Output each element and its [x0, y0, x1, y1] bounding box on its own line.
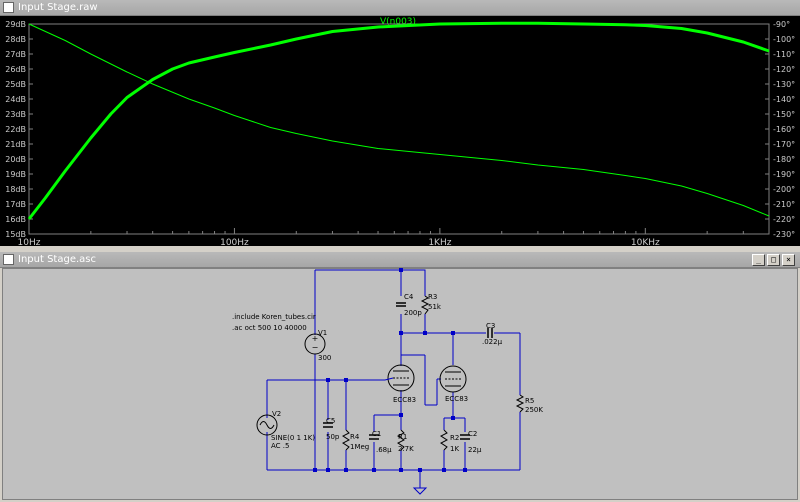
y-left-tick-label: 27dB — [5, 50, 26, 59]
y-right-tick-label: -170° — [773, 140, 795, 149]
waveform-window-icon — [3, 2, 14, 13]
y-right-tick-label: -180° — [773, 155, 795, 164]
y-right-tick-label: -200° — [773, 185, 795, 194]
y-left-tick-label: 17dB — [5, 200, 26, 209]
plot-window-titlebar[interactable]: Input Stage.raw — [0, 0, 800, 16]
x-tick-label: 100Hz — [220, 238, 249, 246]
y-left-tick-label: 18dB — [5, 185, 26, 194]
y-right-tick-label: -140° — [773, 95, 795, 104]
v1-plus-sign: + — [312, 334, 319, 343]
y-right-tick-label: -220° — [773, 215, 795, 224]
ground-symbol[interactable] — [412, 487, 428, 495]
plot-window: Input Stage.raw V(n003) 10Hz 100Hz 1KHz 10K… — [0, 0, 800, 247]
r1-label: R1 — [398, 433, 407, 441]
magnitude-trace[interactable] — [27, 21, 770, 220]
x-tick-label: 10Hz — [18, 238, 41, 246]
y-right-tick-label: -160° — [773, 125, 795, 134]
capacitor-symbols — [323, 302, 493, 440]
y-right-tick-label: -120° — [773, 65, 795, 74]
y-left-tick-label: 19dB — [5, 170, 26, 179]
schematic-canvas[interactable]: + − — [2, 268, 798, 500]
trace-label-v-n003[interactable]: V(n003) — [380, 17, 416, 27]
y-right-tick-label: -110° — [773, 50, 795, 59]
v2-source-symbol[interactable] — [256, 414, 278, 436]
wires — [266, 269, 521, 488]
directive-include[interactable]: .include Koren_tubes.cir — [232, 313, 316, 321]
c1-label: C1 — [372, 430, 381, 438]
plot-window-title: Input Stage.raw — [18, 2, 98, 13]
u1-value: ECC83 — [393, 396, 416, 404]
traces — [27, 21, 770, 220]
schematic-restore-button[interactable]: □ — [767, 254, 780, 266]
r5-value: 250K — [525, 406, 543, 414]
y-left-tick-label: 15dB — [5, 230, 26, 239]
schematic-window-titlebar[interactable]: Input Stage.asc _ □ × — [0, 252, 800, 268]
r4-value: 1Meg — [350, 443, 369, 451]
c4-label: C4 — [404, 293, 414, 301]
r3-value: 51k — [428, 303, 442, 311]
y-right-tick-label: -230° — [773, 230, 795, 239]
x-axis-ticks: 10Hz 100Hz 1KHz 10KHz — [18, 228, 770, 246]
y-left-tick-label: 22dB — [5, 125, 26, 134]
y-left-tick-label: 29dB — [5, 20, 26, 29]
c4-value: 200p — [404, 309, 422, 317]
c5-label: C5 — [326, 417, 335, 425]
v2-value: SINE(0 1 1K) — [271, 434, 315, 442]
y-right-tick-label: -150° — [773, 110, 795, 119]
y-left-tick-label: 23dB — [5, 110, 26, 119]
y-right-tick-label: -100° — [773, 35, 795, 44]
triode-u1[interactable] — [384, 364, 415, 392]
r4-label: R4 — [350, 433, 360, 441]
v1-source-symbol[interactable] — [304, 333, 326, 355]
left-axis-labels: 15dB 16dB 17dB 18dB 19dB 20dB 21dB 22dB 23dB 24dB… — [5, 20, 33, 239]
schematic-window-title: Input Stage.asc — [18, 254, 96, 265]
schematic-minimize-button[interactable]: _ — [752, 254, 765, 266]
y-left-tick-label: 26dB — [5, 65, 26, 74]
sine-icon — [259, 421, 275, 429]
v1-label: V1 — [318, 329, 327, 337]
triode-u2[interactable] — [439, 365, 467, 393]
c1-value: .68µ — [376, 446, 392, 454]
c5-value: 50p — [326, 433, 340, 441]
schematic-window-icon — [3, 254, 14, 265]
r1-value: 2.7K — [398, 445, 414, 453]
plot-frame — [28, 23, 770, 235]
v2-ac-value: AC .5 — [271, 442, 289, 450]
y-left-tick-label: 20dB — [5, 155, 26, 164]
r2-label: R2 — [450, 434, 459, 442]
y-left-tick-label: 21dB — [5, 140, 26, 149]
c2-label: C2 — [468, 430, 477, 438]
v2-label: V2 — [272, 410, 281, 418]
phase-trace[interactable] — [28, 23, 770, 217]
right-axis-labels: -230° -220° -210° -200° -190° -180° -170° -160°… — [765, 20, 795, 239]
y-right-tick-label: -210° — [773, 200, 795, 209]
junction-dots — [313, 268, 467, 472]
y-right-tick-label: -190° — [773, 170, 795, 179]
x-tick-label: 1KHz — [428, 238, 451, 246]
r2-value: 1K — [450, 445, 459, 453]
y-left-tick-label: 16dB — [5, 215, 26, 224]
y-left-tick-label: 24dB — [5, 95, 26, 104]
u2-value: ECC83 — [445, 395, 468, 403]
c3-value: .022µ — [482, 338, 503, 346]
y-left-tick-label: 25dB — [5, 80, 26, 89]
schematic-close-button[interactable]: × — [782, 254, 795, 266]
v1-minus-sign: − — [312, 343, 319, 352]
y-right-tick-label: -130° — [773, 80, 795, 89]
directive-ac-analysis[interactable]: .ac oct 500 10 40000 — [232, 324, 307, 332]
x-tick-label: 10KHz — [631, 238, 660, 246]
schematic-drawing[interactable]: + − — [2, 268, 798, 500]
y-left-tick-label: 28dB — [5, 35, 26, 44]
y-right-tick-label: -90° — [773, 20, 790, 29]
resistor-symbols — [342, 295, 525, 451]
v1-value: 300 — [318, 354, 331, 362]
r5-label: R5 — [525, 397, 534, 405]
c3-label: C3 — [486, 322, 495, 330]
r3-label: R3 — [428, 293, 437, 301]
c2-value: 22µ — [468, 446, 482, 454]
